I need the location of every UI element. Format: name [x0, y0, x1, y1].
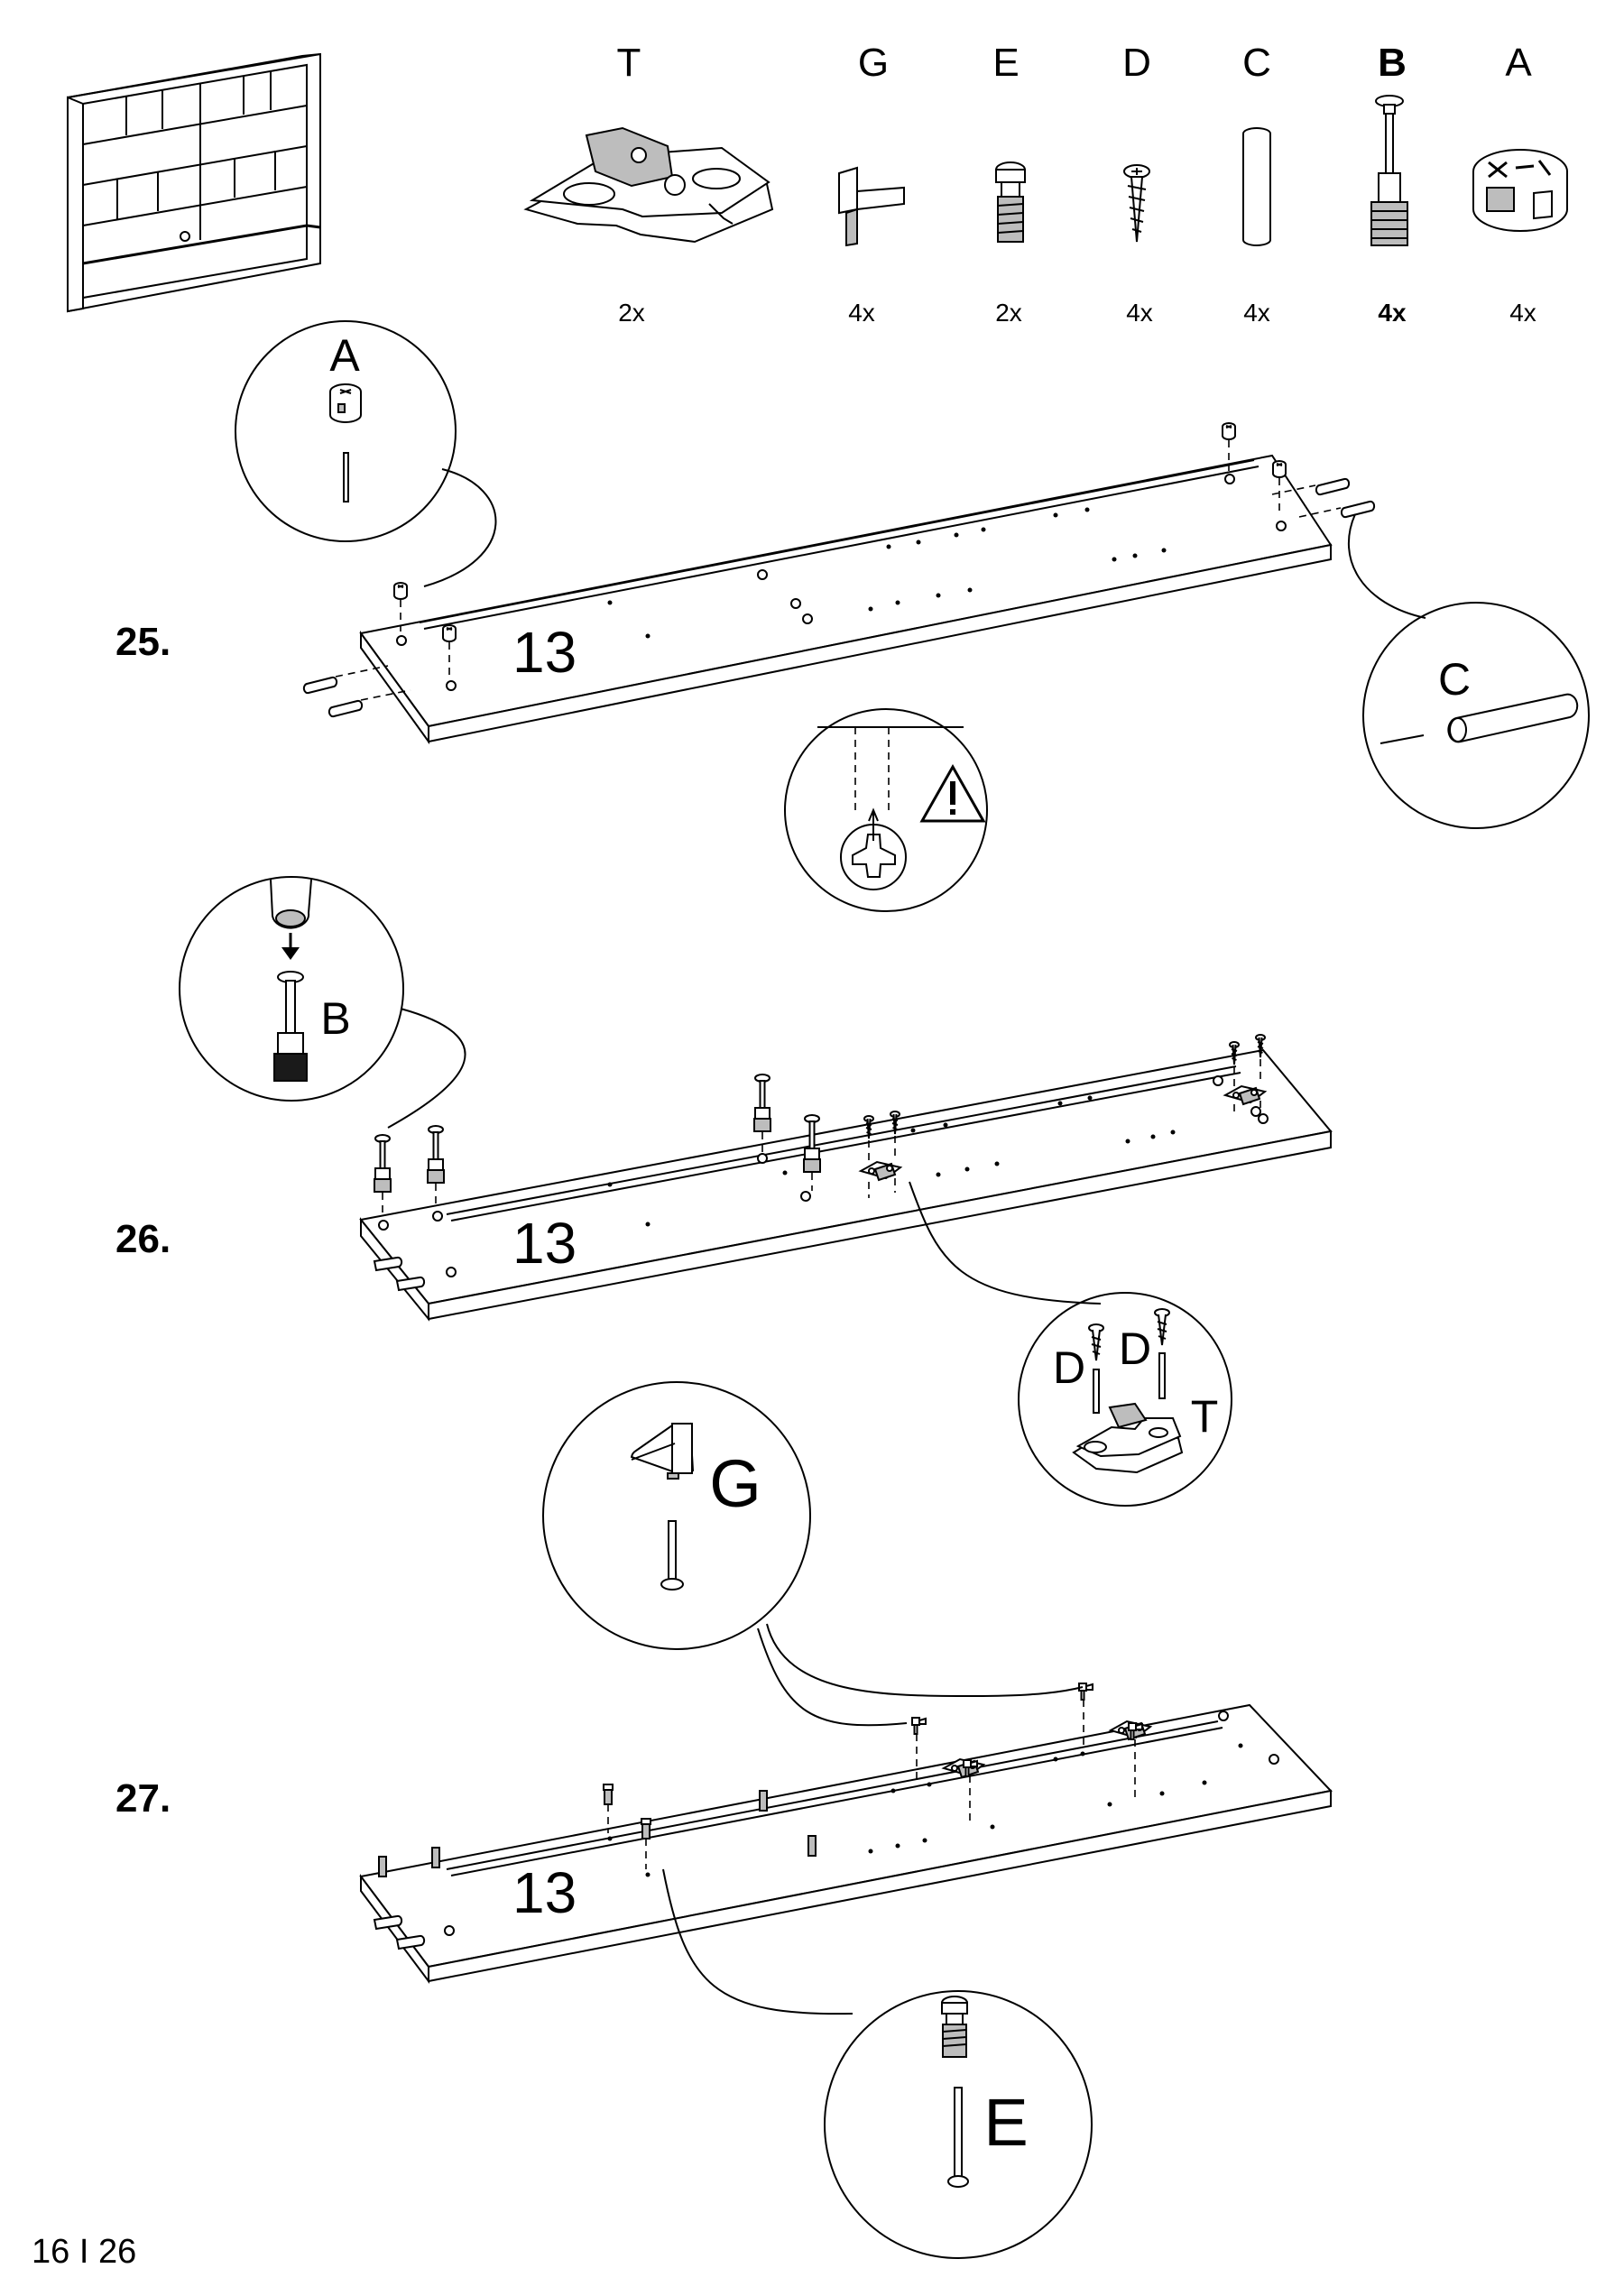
page-number: 16 I 26 — [32, 2233, 136, 2271]
part-T-qty: 2x — [618, 299, 645, 327]
part-E-qty: 2x — [995, 299, 1022, 327]
part-B-qty: 4x — [1378, 299, 1407, 327]
step-27-panel: 13 — [359, 1703, 1333, 1984]
wooden-dowel-icon — [1447, 693, 1579, 743]
part-C-letter: C — [1242, 41, 1271, 85]
cam-lock-icon — [329, 383, 362, 423]
wooden-dowel-icon — [1242, 127, 1271, 246]
step-25-panel-number: 13 — [512, 620, 577, 685]
hinge-plate-icon — [1072, 1402, 1184, 1474]
callout-C: C — [1347, 513, 1590, 829]
part-B-letter: B — [1378, 41, 1407, 85]
cam-bolt-icon — [1370, 95, 1408, 246]
parts-legend: T 2x G 4x E — [523, 41, 1568, 327]
part-T: T 2x — [523, 41, 774, 327]
step-26-panel-number: 13 — [512, 1211, 577, 1276]
shelf-support-pin-icon — [838, 166, 905, 247]
part-G-qty: 4x — [848, 299, 875, 327]
callout-G: G — [542, 1381, 1084, 1727]
step-25-panel: 13 — [359, 454, 1333, 745]
callout-G-letter: G — [709, 1446, 761, 1521]
callout-A: A — [235, 320, 497, 587]
callout-C-letter: C — [1438, 654, 1471, 705]
part-D-qty: 4x — [1126, 299, 1153, 327]
part-G-letter: G — [858, 41, 889, 85]
callout-T-letter: T — [1191, 1391, 1219, 1442]
part-E-letter: E — [992, 41, 1019, 85]
callout-E-letter: E — [983, 2085, 1028, 2160]
part-D-letter: D — [1122, 41, 1151, 85]
callout-B: B — [179, 876, 466, 1129]
step-27-panel-number: 13 — [512, 1860, 577, 1925]
part-A: A 4x — [1472, 41, 1568, 327]
step-25: 25. 13 — [115, 320, 1590, 912]
finger-press-icon — [270, 879, 312, 960]
step-25-number: 25. — [115, 620, 171, 664]
step-26-panel: 13 — [359, 1048, 1333, 1322]
step-27-number: 27. — [115, 1776, 171, 1821]
part-C: C 4x — [1242, 41, 1271, 327]
callout-D-letter-1: D — [1053, 1342, 1085, 1393]
callout-B-letter: B — [320, 993, 350, 1044]
part-A-qty: 4x — [1509, 299, 1536, 327]
part-T-letter: T — [617, 41, 641, 85]
callout-DDT: D D T — [909, 1181, 1232, 1507]
cam-lock-icon — [1472, 149, 1568, 232]
step-26: 26. 13 — [115, 876, 1333, 1507]
step-26-number: 26. — [115, 1217, 171, 1261]
part-E: E 2x — [992, 41, 1026, 327]
assembled-shelf-thumbnail — [67, 52, 321, 313]
warning-callout — [784, 708, 988, 912]
wood-screw-icon — [1123, 164, 1150, 243]
part-G: G 4x — [838, 41, 905, 327]
wood-screw-icon — [1088, 1308, 1170, 1361]
part-B: B 4x — [1370, 41, 1408, 327]
shelf-support-pin-icon — [630, 1422, 695, 1480]
callout-D-letter-2: D — [1119, 1323, 1151, 1374]
connector-bolt-icon — [941, 1996, 968, 2058]
part-A-letter: A — [1505, 41, 1532, 85]
connector-bolt-icon — [995, 161, 1026, 243]
part-C-qty: 4x — [1243, 299, 1270, 327]
hinge-plate-icon — [523, 126, 774, 244]
cam-orientation-icon — [840, 807, 907, 890]
step-27: 27. 13 — [115, 1381, 1333, 2259]
part-D: D 4x — [1122, 41, 1153, 327]
callout-A-letter: A — [329, 330, 360, 381]
cam-bolt-icon — [273, 971, 308, 1082]
callout-E: E — [662, 1868, 1093, 2259]
warning-icon — [919, 763, 986, 823]
